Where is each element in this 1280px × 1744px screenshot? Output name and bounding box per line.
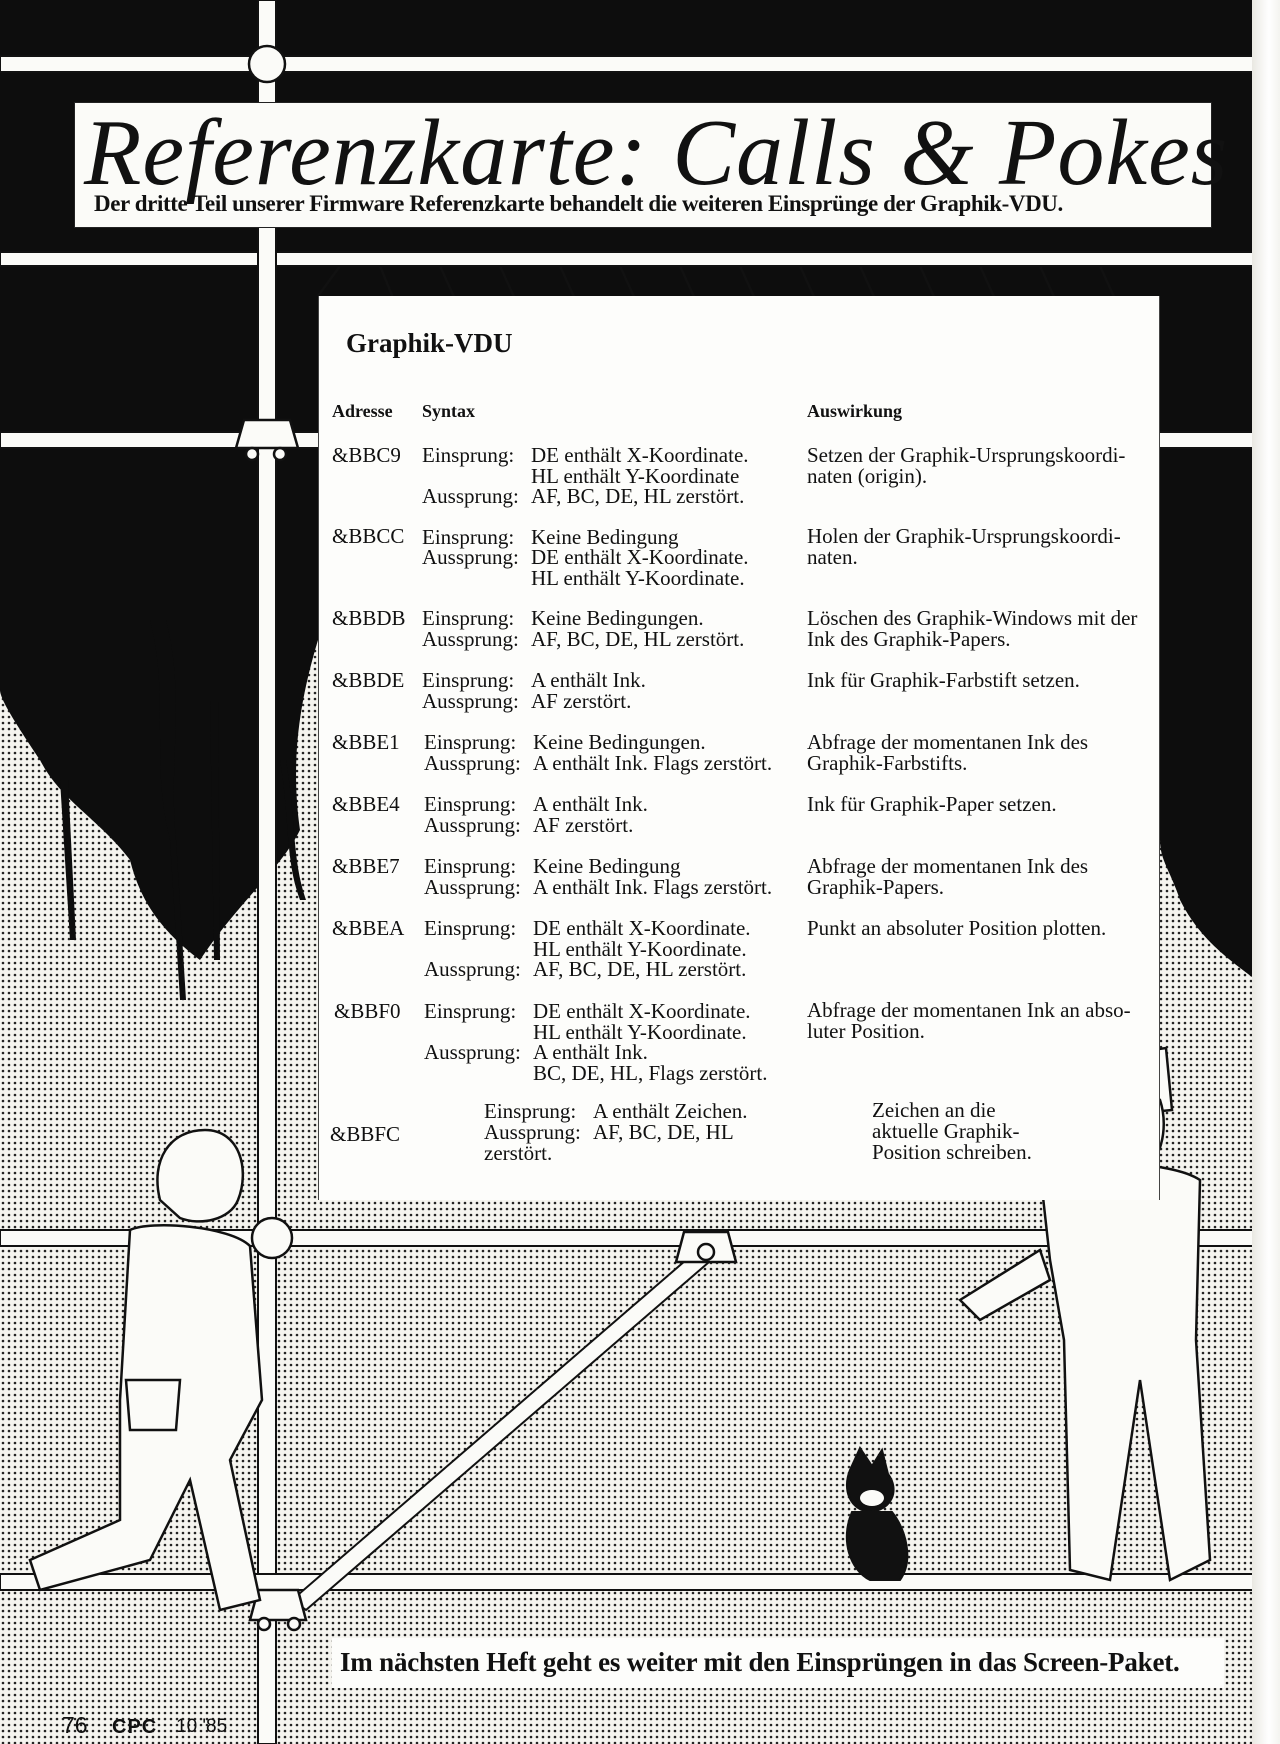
- syntax-text: AF, BC, DE, HL zerstört.: [531, 484, 745, 508]
- page-edge: [1252, 0, 1280, 1744]
- entry-effect: Holen der Graphik-Ursprungskoordi- naten…: [807, 524, 1121, 569]
- syntax-text: HL enthält Y-Koordinate: [531, 464, 740, 488]
- reference-card: [318, 296, 1160, 1200]
- syntax-text: Keine Bedingung: [533, 854, 681, 878]
- entry-effect: Setzen der Graphik-Ursprungskoordi- nate…: [807, 443, 1126, 488]
- entry-effect: Abfrage der momentanen Ink des Graphik-P…: [807, 854, 1089, 899]
- syntax-text: AF zerstört.: [531, 689, 632, 713]
- entry-effect: Abfrage der momentanen Ink an abso- lute…: [807, 998, 1131, 1043]
- column-header-address: Adresse: [332, 401, 393, 421]
- column-header-effect: Auswirkung: [807, 401, 903, 421]
- syntax-text: HL enthält Y-Koordinate.: [533, 937, 747, 961]
- syntax-text: A enthält Ink. Flags zerstört.: [533, 751, 773, 775]
- syntax-label: Aussprung:: [422, 484, 519, 508]
- magazine-name: CPC: [112, 1716, 158, 1738]
- entry-address: &BBF0: [334, 999, 401, 1023]
- syntax-label: Aussprung:: [422, 627, 519, 651]
- syntax-text: Keine Bedingungen.: [531, 606, 704, 630]
- syntax-text: A enthält Ink. Flags zerstört.: [533, 875, 773, 899]
- syntax-label: Aussprung:: [424, 751, 521, 775]
- page-title: Referenzkarte: Calls & Pokes: [84, 101, 1229, 205]
- syntax-text: DE enthält X-Koordinate.: [533, 916, 751, 940]
- entry-effect: Zeichen an die aktuelle Graphik- Positio…: [872, 1098, 1032, 1164]
- entry-effect: Ink für Graphik-Paper setzen.: [807, 792, 1057, 816]
- syntax-text: zerstört.: [484, 1141, 553, 1165]
- syntax-label: Einsprung:: [422, 525, 515, 549]
- syntax-text: A enthält Zeichen.: [593, 1099, 748, 1123]
- syntax-label: Einsprung:: [484, 1099, 577, 1123]
- syntax-label: Aussprung:: [422, 545, 519, 569]
- syntax-text: A enthält Ink.: [533, 792, 648, 816]
- syntax-text: AF zerstört.: [533, 813, 634, 837]
- syntax-text: AF, BC, DE, HL zerstört.: [533, 957, 747, 981]
- syntax-label: Aussprung:: [484, 1120, 581, 1144]
- footer-note-box: [332, 1638, 1224, 1688]
- column-header-syntax: Syntax: [422, 401, 476, 421]
- entry-effect: Ink für Graphik-Farbstift setzen.: [807, 668, 1080, 692]
- syntax-label: Aussprung:: [424, 813, 521, 837]
- syntax-text: A enthält Ink.: [533, 1040, 648, 1064]
- section-title: Graphik-VDU: [346, 328, 513, 358]
- syntax-label: Einsprung:: [422, 443, 515, 467]
- syntax-text: HL enthält Y-Koordinate.: [531, 566, 745, 590]
- entry-effect: Löschen des Graphik-Windows mit der Ink …: [807, 606, 1138, 651]
- issue-date: 10 '85: [176, 1716, 228, 1737]
- syntax-label: Aussprung:: [422, 689, 519, 713]
- entry-effect: Punkt an absoluter Position plotten.: [807, 916, 1107, 940]
- entry-address: &BBEA: [332, 916, 405, 940]
- syntax-label: Aussprung:: [424, 1040, 521, 1064]
- syntax-label: Einsprung:: [424, 792, 517, 816]
- syntax-text: DE enthält X-Koordinate.: [531, 443, 749, 467]
- syntax-label: Aussprung:: [424, 957, 521, 981]
- title-banner: [74, 102, 1212, 228]
- syntax-text: Keine Bedingung: [531, 525, 679, 549]
- page-subtitle: Der dritte Teil unserer Firmware Referen…: [94, 191, 1063, 216]
- entry-address: &BBE4: [332, 792, 400, 816]
- syntax-label: Aussprung:: [424, 875, 521, 899]
- entry-address: &BBE1: [332, 730, 400, 754]
- entry-address: &BBDE: [332, 668, 405, 692]
- entry-address: &BBE7: [332, 854, 400, 878]
- syntax-text: BC, DE, HL, Flags zerstört.: [533, 1061, 768, 1085]
- syntax-text: AF, BC, DE, HL: [593, 1120, 734, 1144]
- syntax-text: DE enthält X-Koordinate.: [533, 999, 751, 1023]
- entry-effect: Abfrage der momentanen Ink des Graphik-F…: [807, 730, 1089, 775]
- entry-address: &BBC9: [332, 443, 401, 467]
- entry-address: &BBDB: [332, 606, 406, 630]
- syntax-label: Einsprung:: [422, 668, 515, 692]
- syntax-label: Einsprung:: [424, 854, 517, 878]
- entry-address: &BBFC: [330, 1122, 401, 1146]
- syntax-label: Einsprung:: [424, 916, 517, 940]
- syntax-label: Einsprung:: [424, 730, 517, 754]
- syntax-text: A enthält Ink.: [531, 668, 646, 692]
- syntax-text: Keine Bedingungen.: [533, 730, 706, 754]
- syntax-text: HL enthält Y-Koordinate.: [533, 1020, 747, 1044]
- syntax-text: DE enthält X-Koordinate.: [531, 545, 749, 569]
- syntax-label: Einsprung:: [424, 999, 517, 1023]
- entry-address: &BBCC: [332, 524, 405, 548]
- syntax-text: AF, BC, DE, HL zerstört.: [531, 627, 745, 651]
- page-number: 76: [62, 1712, 88, 1738]
- syntax-label: Einsprung:: [422, 606, 515, 630]
- footer-note: Im nächsten Heft geht es weiter mit den …: [340, 1647, 1180, 1677]
